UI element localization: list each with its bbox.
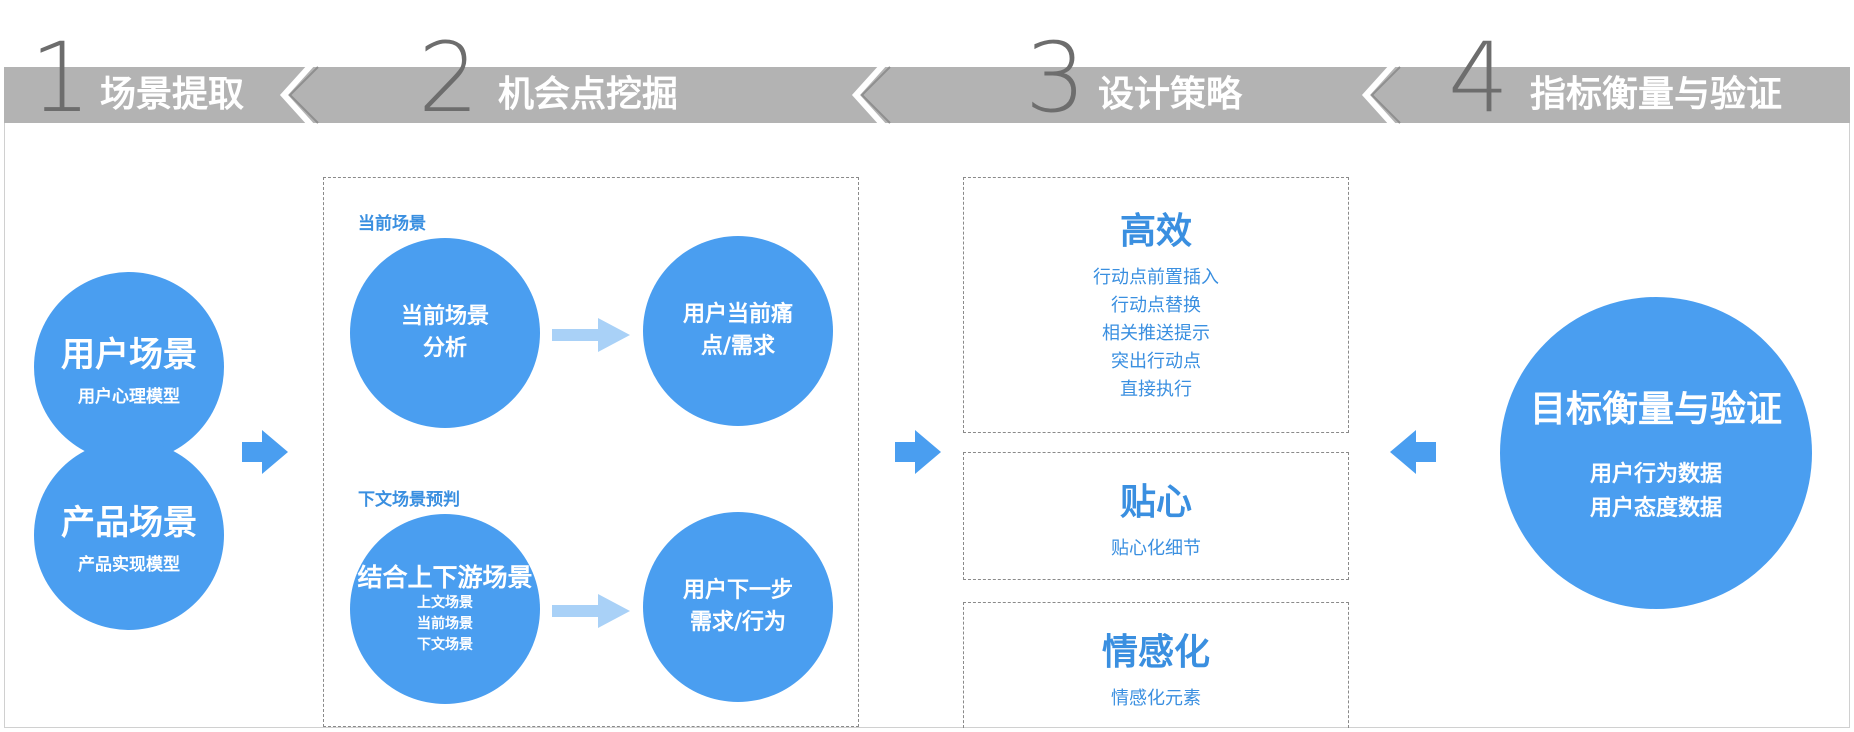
chevron-shadow-2 — [860, 66, 891, 124]
arrow-right-2 — [895, 430, 941, 474]
next-step-line2: 需求/行为 — [689, 610, 787, 635]
painpoint-line2: 点/需求 — [700, 334, 776, 359]
step-title-3: 设计策略 — [1098, 74, 1243, 115]
step-title-1: 场景提取 — [100, 74, 245, 115]
product-scene-circle: 产品场景 产品实现模型 — [34, 440, 224, 630]
next-step-circle: 用户下一步 需求/行为 — [643, 512, 833, 702]
user-scene-title: 用户场景 — [61, 335, 197, 375]
upstream-downstream-circle: 结合上下游场景 上文场景 当前场景 下文场景 — [350, 514, 540, 704]
efficient-item-4: 突出行动点 — [1111, 351, 1201, 372]
caring-title: 贴心 — [1119, 482, 1192, 523]
step-header-bar — [4, 61, 1850, 129]
current-scene-analysis-circle: 当前场景 分析 — [350, 238, 540, 428]
painpoint-line1: 用户当前痛 — [682, 302, 793, 327]
caring-strategy-box: 贴心 贴心化细节 — [963, 452, 1349, 580]
chevron-separator-1 — [279, 61, 315, 129]
arrow-left-3 — [1390, 430, 1436, 474]
header-bar-background — [4, 67, 1850, 123]
efficient-strategy-box: 高效 行动点前置插入 行动点替换 相关推送提示 突出行动点 直接执行 — [963, 177, 1349, 433]
current-scene-label: 当前场景 — [358, 214, 426, 234]
current-scene-analysis-line2: 分析 — [422, 336, 467, 361]
next-step-line1: 用户下一步 — [682, 578, 793, 603]
metrics-item-1: 用户行为数据 — [1589, 462, 1722, 487]
step-number-2: 2 — [418, 22, 480, 134]
metrics-title: 目标衡量与验证 — [1529, 389, 1782, 430]
step-number-3: 3 — [1025, 22, 1087, 134]
painpoint-circle: 用户当前痛 点/需求 — [643, 236, 833, 426]
step-title-2: 机会点挖掘 — [498, 74, 679, 115]
opportunity-box — [323, 177, 859, 727]
chevron-shadow-3 — [1370, 66, 1401, 124]
downstream-scene-item: 下文场景 — [417, 636, 473, 653]
chevron-separator-2 — [851, 61, 887, 129]
chevron-shadow-1 — [288, 66, 319, 124]
arrow-current-to-painpoint — [552, 318, 630, 352]
efficient-item-5: 直接执行 — [1120, 379, 1192, 400]
efficient-item-1: 行动点前置插入 — [1093, 267, 1219, 288]
emotional-title: 情感化 — [1101, 632, 1210, 673]
chevron-separator-3 — [1361, 61, 1397, 129]
product-scene-title: 产品场景 — [61, 503, 197, 543]
metrics-circle: 目标衡量与验证 用户行为数据 用户态度数据 — [1500, 297, 1812, 609]
emotional-strategy-box: 情感化 情感化元素 — [963, 602, 1349, 728]
arrow-right-1 — [242, 430, 288, 474]
caring-item-1: 贴心化细节 — [1111, 538, 1201, 559]
arrow-context-to-nextstep — [552, 594, 630, 628]
upstream-downstream-title: 结合上下游场景 — [357, 562, 533, 592]
current-scene-item: 当前场景 — [417, 615, 473, 632]
efficient-item-2: 行动点替换 — [1111, 295, 1201, 316]
efficient-item-3: 相关推送提示 — [1102, 323, 1210, 344]
user-scene-circle: 用户场景 用户心理模型 — [34, 272, 224, 462]
efficient-title: 高效 — [1119, 211, 1192, 252]
step-number-4: 4 — [1448, 22, 1510, 134]
next-scene-label: 下文场景预判 — [358, 490, 460, 510]
metrics-item-2: 用户态度数据 — [1589, 496, 1722, 521]
upstream-scene-item: 上文场景 — [417, 594, 473, 611]
step-number-1: 1 — [30, 22, 92, 134]
current-scene-analysis-line1: 当前场景 — [400, 304, 489, 329]
step-title-4: 指标衡量与验证 — [1530, 74, 1783, 115]
user-scene-subtitle: 用户心理模型 — [78, 387, 180, 407]
product-scene-subtitle: 产品实现模型 — [78, 555, 180, 575]
emotional-item-1: 情感化元素 — [1111, 688, 1201, 709]
